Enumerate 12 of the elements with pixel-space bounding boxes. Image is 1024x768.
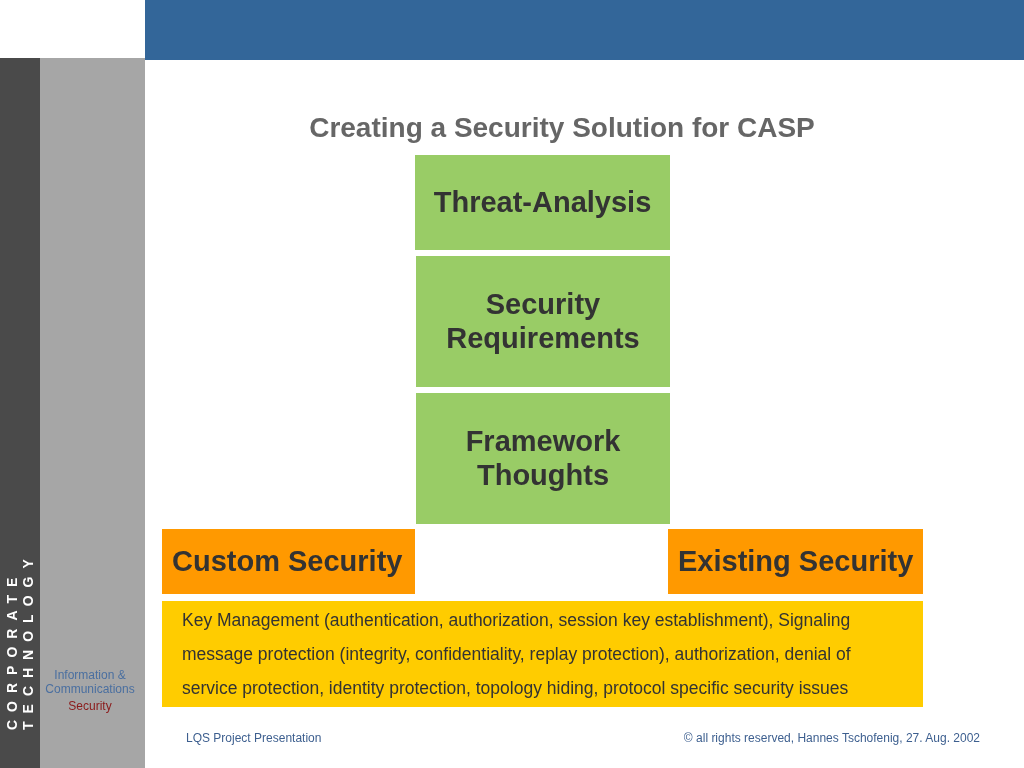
copyright-text: © all rights reserved, Hannes Tschofenig, 27. Aug. 2002	[682, 731, 980, 745]
footer-text: LQS Project Presentation	[186, 731, 322, 745]
process-box: Security Requirements	[416, 256, 670, 387]
side-caption: CORPORATE TECHNOLOGY	[3, 550, 37, 730]
process-box: Existing Security	[668, 529, 923, 594]
process-box: Framework Thoughts	[416, 393, 670, 524]
unit-name: Security	[67, 699, 113, 713]
process-box: Custom Security	[162, 529, 415, 594]
slide-title: Creating a Security Solution for CASP	[308, 112, 816, 144]
process-box: Threat-Analysis	[415, 155, 670, 250]
unit-name: Information & Communications	[44, 668, 136, 696]
description-box: Key Management (authentication, authorization, session key establishment), Signaling message protection (integrity, confidentiality, replay protection), authorization, denial of service protection, identity protection, topology hiding, protocol specific security issues	[162, 601, 923, 707]
